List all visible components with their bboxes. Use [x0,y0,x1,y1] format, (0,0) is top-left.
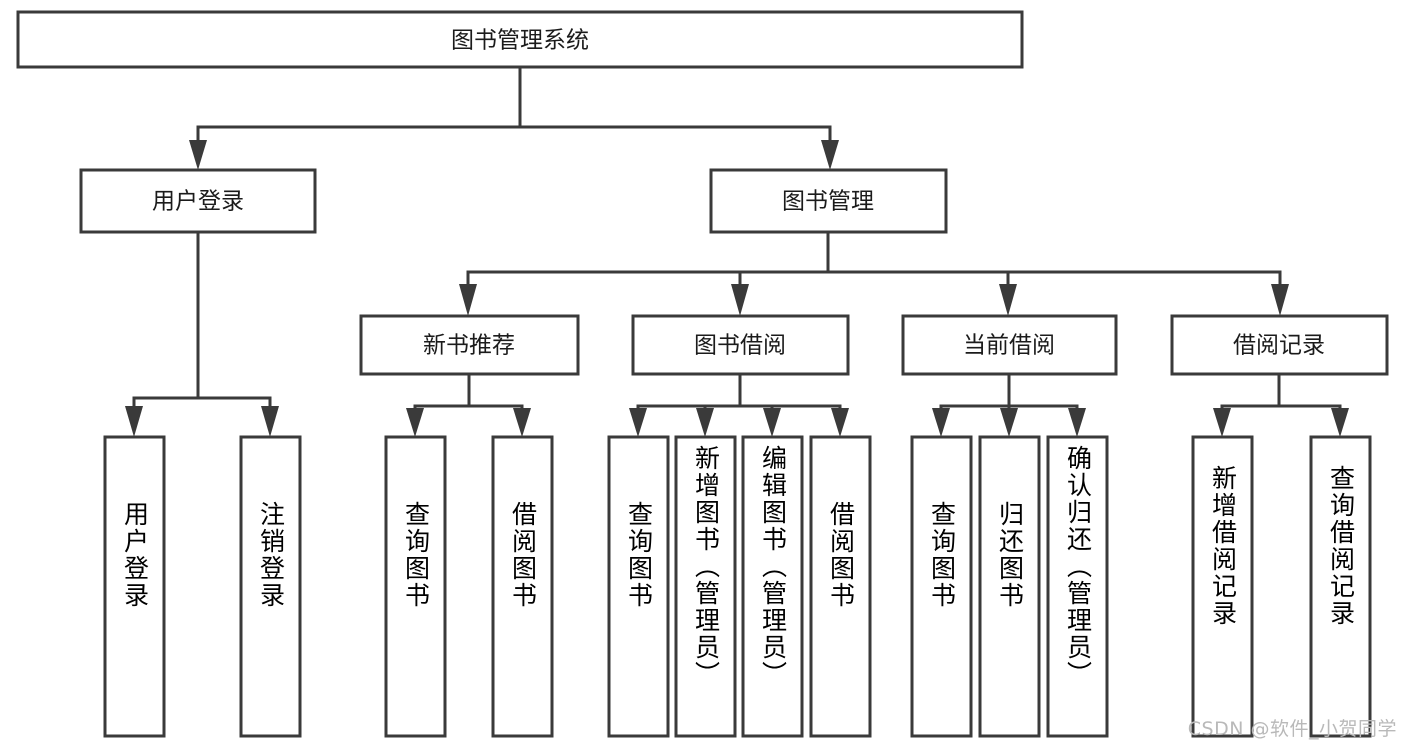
connector-book-management-to-level3 [459,230,1289,316]
arrow-head-icon [125,406,143,437]
node-user-login-label: 用户登录 [152,189,244,215]
node-borrow-record[interactable]: 借阅记录 [1170,314,1389,376]
leaf-rect-confirm-return-admin[interactable] [1046,435,1109,738]
arrow-head-icon [1000,408,1018,437]
leaf-rect-borrow-book-2[interactable] [809,435,872,738]
node-user-login[interactable]: 用户登录 [79,168,317,234]
connector-new-book-recommend-to-leaves [406,372,531,437]
arrow-head-icon [513,408,531,437]
connector-current-borrow-to-leaves [932,372,1086,437]
arrow-head-icon [261,406,279,437]
leaf-rect-query-book-3[interactable] [910,435,973,738]
arrow-head-icon [999,284,1017,316]
arrow-head-icon [696,408,714,437]
arrow-head-icon [731,284,749,316]
connector-user-login-to-leaves [125,230,279,437]
node-current-borrow-rect[interactable] [901,314,1118,376]
node-new-book-recommend-label: 新书推荐 [423,333,515,359]
arrow-head-icon [763,408,781,437]
leaf-rect-logout[interactable] [239,435,302,738]
arrow-head-icon [459,284,477,316]
leaf-rect-return-book[interactable] [978,435,1041,738]
arrow-head-icon [629,408,647,437]
node-root-rect[interactable] [16,10,1024,69]
node-current-borrow[interactable]: 当前借阅 [901,314,1118,376]
node-current-borrow-label: 当前借阅 [963,333,1055,359]
node-new-book-recommend[interactable]: 新书推荐 [359,314,580,376]
arrow-head-icon [932,408,950,437]
leaf-rect-borrow-book-1[interactable] [491,435,554,738]
arrow-head-icon [1068,408,1086,437]
connector-book-borrow-to-leaves [629,372,849,437]
arrow-head-icon [1213,408,1231,437]
arrow-head-icon [406,408,424,437]
arrow-head-icon [1271,284,1289,316]
leaf-rect-query-book-2[interactable] [607,435,670,738]
arrow-head-icon [831,408,849,437]
node-book-management[interactable]: 图书管理 [709,168,948,234]
node-new-book-recommend-rect[interactable] [359,314,580,376]
connector-root-to-level2 [189,65,839,170]
leaf-rect-query-borrow-record[interactable] [1309,435,1372,738]
node-root[interactable]: 图书管理系统 [16,10,1024,69]
leaf-rect-user-login[interactable] [103,435,166,738]
arrow-head-icon [189,140,207,170]
arrow-head-icon [821,140,839,170]
node-root-label: 图书管理系统 [451,28,589,54]
node-user-login-rect[interactable] [79,168,317,234]
leaf-rect-edit-book-admin[interactable] [741,435,804,738]
connector-borrow-record-to-leaves [1213,372,1349,437]
node-book-borrow-label: 图书借阅 [694,333,786,359]
node-book-borrow[interactable]: 图书借阅 [631,314,850,376]
node-borrow-record-label: 借阅记录 [1233,333,1325,359]
csdn-watermark: CSDN @软件_小贺同学 [1187,718,1397,740]
node-book-management-label: 图书管理 [782,189,874,215]
leaf-rect-add-borrow-record[interactable] [1191,435,1254,738]
leaf-rect-query-book-1[interactable] [384,435,447,738]
leaf-rect-add-book-admin[interactable] [674,435,737,738]
arrow-head-icon [1331,408,1349,437]
